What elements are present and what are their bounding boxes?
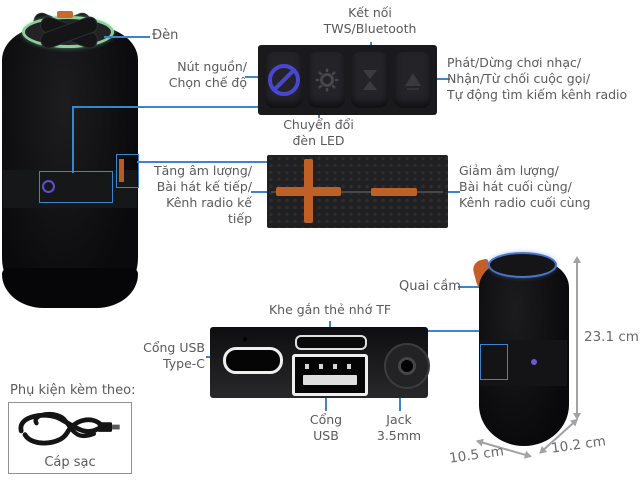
triangle-icon	[404, 73, 421, 90]
prohibition-icon	[267, 64, 300, 96]
highlight-box-volume	[116, 154, 139, 188]
usb-c-port	[223, 347, 283, 374]
callout-line-jack	[399, 388, 401, 411]
callout-line-light	[104, 36, 150, 38]
label-usb-c: Cổng USB Type-C	[132, 340, 205, 372]
callout-line-usb	[325, 386, 327, 411]
power-led-icon	[42, 180, 55, 193]
callout-line-play	[436, 78, 450, 80]
usb-contact	[333, 364, 337, 369]
highlight-box-buttons	[39, 171, 113, 203]
mic-hole	[243, 337, 247, 341]
label-led-line2: đèn LED	[292, 133, 345, 148]
label-play-line2: Nhận/Từ chối cuộc gọi/	[447, 71, 591, 86]
ports-panel-closeup	[210, 327, 430, 398]
jack-hole	[398, 357, 416, 375]
label-led-line1: Chuyển đổi	[283, 117, 354, 132]
callout-line-handle	[458, 286, 482, 288]
label-usb-line1: Cổng	[309, 412, 343, 427]
highlight-box-ports	[480, 344, 508, 380]
label-handle: Quai cầm	[399, 279, 461, 294]
width-dimension: 10.5 cm	[448, 443, 505, 467]
callout-line-volume-up	[251, 191, 267, 193]
handle-anchor	[57, 11, 73, 18]
speaker-control-band	[3, 170, 137, 208]
callout-line-buttons-vertical	[72, 106, 74, 173]
label-power-line2: Chọn chế độ	[168, 75, 247, 90]
label-play: Phát/Dừng chơi nhạc/ Nhận/Từ chối cuộc g…	[447, 55, 639, 103]
rocker-seam	[271, 191, 443, 193]
label-volume-down-line1: Giảm âm lượng/	[459, 163, 559, 178]
label-volume-up-line3: Kênh radio kế tiếp	[166, 195, 252, 226]
label-play-line3: Tự động tìm kiếm kênh radio	[447, 87, 628, 102]
speaker-small-band	[480, 340, 567, 386]
status-led	[531, 359, 537, 365]
label-tws-line2: TWS/Bluetooth	[323, 21, 417, 36]
label-usb-line2: USB	[313, 428, 339, 443]
callout-line-volume-down	[448, 191, 460, 193]
label-volume-up-line2: Bài hát kế tiếp/	[156, 179, 252, 194]
tf-card-slot	[295, 335, 367, 350]
label-volume-down-line3: Kênh radio cuối cùng	[459, 195, 591, 210]
label-volume-down: Giảm âm lượng/ Bài hát cuối cùng/ Kênh r…	[459, 163, 631, 211]
speaker-base	[2, 268, 138, 308]
height-dimension-arrow	[573, 256, 581, 420]
play-pause-button	[394, 52, 431, 108]
label-tws: Kết nối TWS/Bluetooth	[322, 5, 418, 37]
label-volume-down-line2: Bài hát cuối cùng/	[459, 179, 572, 194]
usb-a-port	[292, 354, 368, 396]
label-tws-line1: Kết nối	[348, 5, 392, 20]
charging-cable-image	[18, 411, 120, 446]
callout-line-volume-panel	[137, 161, 267, 163]
minus-icon	[371, 188, 417, 196]
label-light: Đèn	[152, 28, 179, 43]
speaker-small-led-ring	[488, 252, 557, 278]
hourglass-icon	[362, 70, 377, 90]
accessory-item-label: Cáp sạc	[44, 455, 96, 470]
speaker-large	[2, 10, 138, 308]
gear-icon	[315, 68, 338, 92]
label-usb-c-line1: Cổng USB	[143, 340, 205, 355]
plus-icon	[276, 187, 341, 196]
callout-line-buttons-horizontal	[72, 106, 258, 108]
audio-jack-port	[384, 343, 430, 389]
label-jack: Jack 3.5mm	[368, 412, 430, 444]
label-play-line1: Phát/Dừng chơi nhạc/	[447, 55, 582, 70]
usb-contact	[319, 364, 323, 369]
usb-contact	[347, 364, 351, 369]
label-usb: Cổng USB	[297, 412, 355, 444]
height-dimension: 23.1 cm	[584, 329, 639, 345]
label-jack-line1: Jack	[386, 412, 412, 427]
label-power-line1: Nút nguồn/	[177, 59, 247, 74]
label-power: Nút nguồn/ Chọn chế độ	[155, 59, 247, 91]
led-ring	[22, 14, 114, 51]
volume-rocker-edge	[119, 159, 124, 182]
label-volume-up-line1: Tăng âm lượng/	[153, 163, 252, 178]
accessories-box: Cáp sạc	[8, 402, 132, 474]
usb-tongue	[303, 375, 357, 385]
volume-panel-closeup	[267, 155, 448, 228]
power-button	[265, 52, 302, 108]
label-usb-c-line2: Type-C	[163, 356, 205, 371]
led-button	[308, 52, 345, 108]
tws-bluetooth-button	[351, 52, 388, 108]
label-tf-slot: Khe gắn thẻ nhớ TF	[268, 302, 392, 317]
accessories-heading: Phụ kiện kèm theo:	[10, 383, 136, 398]
callout-line-ports-box	[428, 330, 481, 332]
label-volume-up: Tăng âm lượng/ Bài hát kế tiếp/ Kênh rad…	[146, 163, 252, 227]
label-led: Chuyển đổi đèn LED	[272, 117, 365, 149]
usb-contact	[305, 364, 309, 369]
label-jack-line2: 3.5mm	[376, 428, 422, 443]
button-panel-closeup	[258, 45, 437, 115]
